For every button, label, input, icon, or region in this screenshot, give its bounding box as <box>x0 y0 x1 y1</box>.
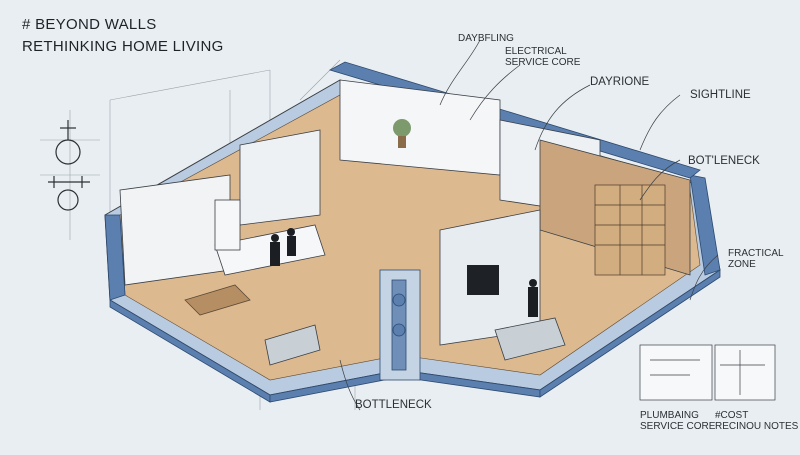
label-cost-line2: RECINOU NOTES <box>715 421 799 432</box>
bookshelf <box>594 184 666 276</box>
plant-icon <box>393 119 411 148</box>
label-cost-line1: #COST <box>715 410 749 421</box>
construction-lines <box>40 59 356 410</box>
label-fractical-line1: FRACTICAL <box>728 248 784 259</box>
label-electrical-line2: SERVICE CORE <box>505 57 581 68</box>
label-bottleneck-bottom: BOTTLENECK <box>355 399 432 411</box>
electrical-symbol-icon <box>48 120 90 211</box>
label-daybfling: DAYBFLING <box>458 33 514 44</box>
label-electrical-line1: ELECTRICAL <box>505 46 567 57</box>
detail-sketch <box>639 344 776 401</box>
label-dayrione: DAYRIONE <box>590 76 650 88</box>
sofa <box>264 317 566 366</box>
label-sightline: SIGHTLINE <box>690 89 751 101</box>
leader-lines <box>339 39 719 411</box>
label-plumbing-line1: PLUMBAING <box>640 410 699 421</box>
page-subtitle: RETHINKING HOME LIVING <box>22 38 224 55</box>
people-silhouettes <box>270 228 538 317</box>
label-fractical-line2: ZONE <box>728 259 756 270</box>
label-plumbing-line2: SERVICE CORE <box>640 421 716 432</box>
dining-table <box>184 284 251 316</box>
tv-screen <box>467 265 499 295</box>
page-title: # BEYOND WALLS <box>22 16 157 33</box>
label-bottleneck-right: BOT'LENECK <box>688 155 760 167</box>
plumbing-core <box>379 269 421 381</box>
